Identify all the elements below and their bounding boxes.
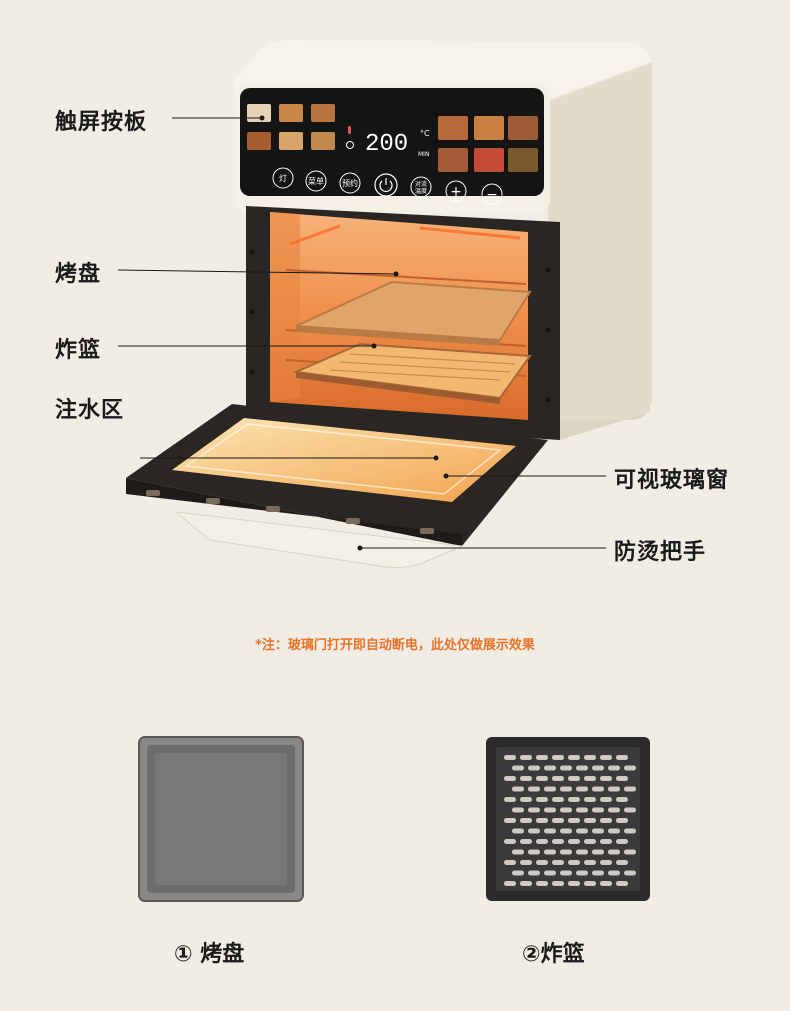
callout-handle: 防烫把手 xyxy=(614,540,707,565)
callout-lines xyxy=(117,117,606,549)
mode-indicator: MIN xyxy=(418,151,429,158)
caption-basket: ②炸篮 xyxy=(522,942,585,967)
viewing-window xyxy=(172,418,516,502)
thermometer-icon xyxy=(348,126,351,134)
caption-tray: ① 烤盘 xyxy=(174,942,245,967)
temperature-unit: °C xyxy=(420,129,430,138)
menu-button-label: 菜单 xyxy=(308,176,324,186)
power-button[interactable] xyxy=(374,173,398,197)
menu-button[interactable] xyxy=(305,170,327,192)
preset-button[interactable] xyxy=(339,172,361,194)
basket-product-image xyxy=(486,737,650,901)
convection-button[interactable] xyxy=(410,176,432,198)
recipe-thumbnails-right xyxy=(438,116,538,172)
convection-button-label: 对流 xyxy=(415,180,427,188)
handle[interactable] xyxy=(174,511,464,569)
convection-button-label-2: 温度 xyxy=(415,187,427,195)
light-button-label: 灯 xyxy=(279,173,287,183)
light-button[interactable] xyxy=(272,167,294,189)
callout-baking-tray: 烤盘 xyxy=(55,262,102,287)
tray-product-image xyxy=(138,736,304,902)
callout-fry-basket: 炸篮 xyxy=(55,338,102,363)
clock-icon xyxy=(346,141,354,149)
temperature-display: 200 xyxy=(365,131,408,158)
callout-water-zone: 注水区 xyxy=(55,398,125,423)
minus-button[interactable] xyxy=(481,183,503,205)
power-icon xyxy=(379,180,393,192)
safety-note: *注：玻璃门打开即自动断电，此处仅做展示效果 xyxy=(255,638,535,653)
preset-button-label: 预约 xyxy=(342,178,358,188)
plus-button[interactable] xyxy=(445,180,467,202)
callout-viewing-window: 可视玻璃窗 xyxy=(614,468,730,493)
callout-touch-panel: 触屏按板 xyxy=(55,110,148,135)
plus-icon: + xyxy=(450,184,462,200)
minus-icon: − xyxy=(486,187,498,203)
